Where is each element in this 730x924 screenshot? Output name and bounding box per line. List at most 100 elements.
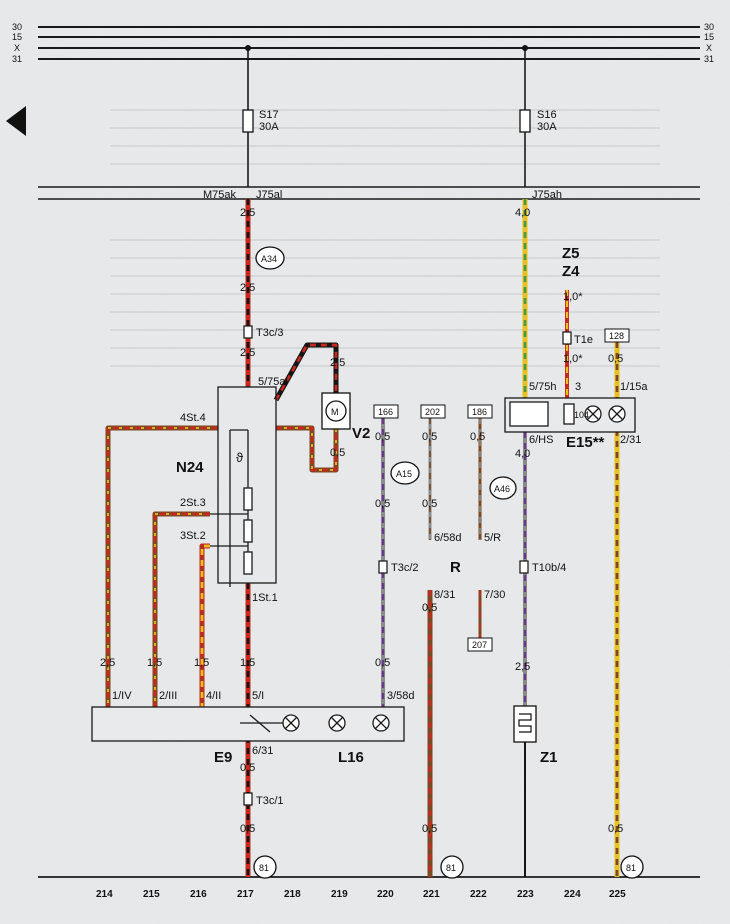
track-number-216: 216 <box>190 889 207 900</box>
connector-sockets <box>243 325 572 806</box>
ref-207-text: 207 <box>472 640 487 650</box>
size-222-a: 0,5 <box>470 431 485 443</box>
pin-5i: 5/I <box>252 690 264 702</box>
conn-t3c2: T3c/2 <box>391 562 419 574</box>
ref-128-text: 128 <box>609 331 624 341</box>
conn-t3c3: T3c/3 <box>256 327 284 339</box>
pin-231: 2/31 <box>620 434 641 446</box>
conn-t3c1: T3c/1 <box>256 795 284 807</box>
track-number-217: 217 <box>237 889 254 900</box>
size-217-f: 1,5 <box>240 657 255 669</box>
pin-658d: 6/58d <box>434 532 462 544</box>
size-216: 1,5 <box>194 657 209 669</box>
ref-box-128 <box>604 328 630 343</box>
rail-label-15-left: 15 <box>12 32 22 42</box>
name-z1: Z1 <box>540 749 558 766</box>
pin-358d: 3/58d <box>387 690 415 702</box>
pin-730: 7/30 <box>484 589 505 601</box>
bubble-a34: A34 <box>261 254 277 264</box>
pin-2iii: 2/III <box>159 690 177 702</box>
size-217-b: 2,5 <box>240 282 255 294</box>
thermo-fuse-icon: ϑ <box>236 450 244 465</box>
ground-81-left: 81 <box>259 863 269 873</box>
wire-216 <box>199 543 210 707</box>
size-217-a: 2,5 <box>240 207 255 219</box>
rail-label-x-right: X <box>706 43 712 53</box>
pin-5r: 5/R <box>484 532 501 544</box>
name-e9: E9 <box>214 749 232 766</box>
pin-575h: 5/75h <box>529 381 557 393</box>
conn-t1e: T1e <box>574 334 593 346</box>
pin-631: 6/31 <box>252 745 273 757</box>
ref-box-186 <box>467 404 493 419</box>
size-225-b: 0,5 <box>608 823 623 835</box>
motor-v2 <box>321 392 351 430</box>
track-number-220: 220 <box>377 889 394 900</box>
size-223-c: 2,5 <box>515 661 530 673</box>
track-number-219: 219 <box>331 889 348 900</box>
size-223-b: 4,0 <box>515 448 530 460</box>
pin-6hs: 6/HS <box>529 434 553 446</box>
pin-2st3: 2St.3 <box>180 497 206 509</box>
fuse-s17-name: S17 <box>259 109 279 121</box>
ref-186-text: 186 <box>472 407 487 417</box>
size-217-c: 2,5 <box>240 347 255 359</box>
size-215: 1,5 <box>147 657 162 669</box>
pin-4st4: 4St.4 <box>180 412 206 424</box>
rail-label-31-left: 31 <box>12 54 22 64</box>
pin-4ii: 4/II <box>206 690 221 702</box>
ref-box-202 <box>420 404 446 419</box>
name-l16: L16 <box>338 749 364 766</box>
connector-bubbles <box>253 246 644 879</box>
pin-3st2: 3St.2 <box>180 530 206 542</box>
name-r: R <box>450 559 461 576</box>
ground-81-right: 81 <box>626 863 636 873</box>
track-number-222: 222 <box>470 889 487 900</box>
track-number-225: 225 <box>609 889 626 900</box>
size-220-a: 0,5 <box>375 431 390 443</box>
rail-label-30-left: 30 <box>12 22 22 32</box>
name-z4: Z4 <box>562 263 580 280</box>
size-225-a: 0,5 <box>608 353 623 365</box>
rail-label-30-right: 30 <box>704 22 714 32</box>
wire-motor-feed <box>273 342 339 402</box>
fuse-s16-rating: 30A <box>537 121 557 133</box>
pin-j75al: J75al <box>256 189 282 201</box>
pin-115a: 1/15a <box>620 381 648 393</box>
size-motor: 2,5 <box>330 357 345 369</box>
relay-104-label: 104 <box>574 410 589 420</box>
ref-box-166 <box>373 404 399 419</box>
track-number-215: 215 <box>143 889 160 900</box>
wire-motor-out <box>276 425 339 473</box>
pin-j75ah: J75ah <box>532 189 562 201</box>
fuse-s16 <box>519 45 531 187</box>
size-221-a: 0,5 <box>422 431 437 443</box>
track-number-214: 214 <box>96 889 113 900</box>
wire-215 <box>152 511 210 707</box>
track-number-224: 224 <box>564 889 581 900</box>
wire-214 <box>105 425 218 707</box>
name-e15: E15** <box>566 434 605 451</box>
power-rails <box>38 26 700 60</box>
fuse-s17-rating: 30A <box>259 121 279 133</box>
pin-1st1: 1St.1 <box>252 592 278 604</box>
name-n24: N24 <box>176 459 204 476</box>
rail-label-15-right: 15 <box>704 32 714 42</box>
size-220-b: 0,5 <box>375 498 390 510</box>
size-motor-b: 0,5 <box>330 447 345 459</box>
rail-label-31-right: 31 <box>704 54 714 64</box>
ref-box-207 <box>467 637 493 652</box>
e9-switch-box <box>91 706 405 742</box>
ref-202-text: 202 <box>425 407 440 417</box>
pin-m75ak: M75ak <box>203 189 237 201</box>
fuse-s16-name: S16 <box>537 109 557 121</box>
ground-81-mid: 81 <box>446 863 456 873</box>
pin-1iv: 1/IV <box>112 690 132 702</box>
size-217-d: 0,5 <box>240 762 255 774</box>
fuse-s17 <box>242 45 254 187</box>
size-221-c: 0,5 <box>422 602 437 614</box>
track-number-218: 218 <box>284 889 301 900</box>
track-number-223: 223 <box>517 889 534 900</box>
track-number-221: 221 <box>423 889 440 900</box>
